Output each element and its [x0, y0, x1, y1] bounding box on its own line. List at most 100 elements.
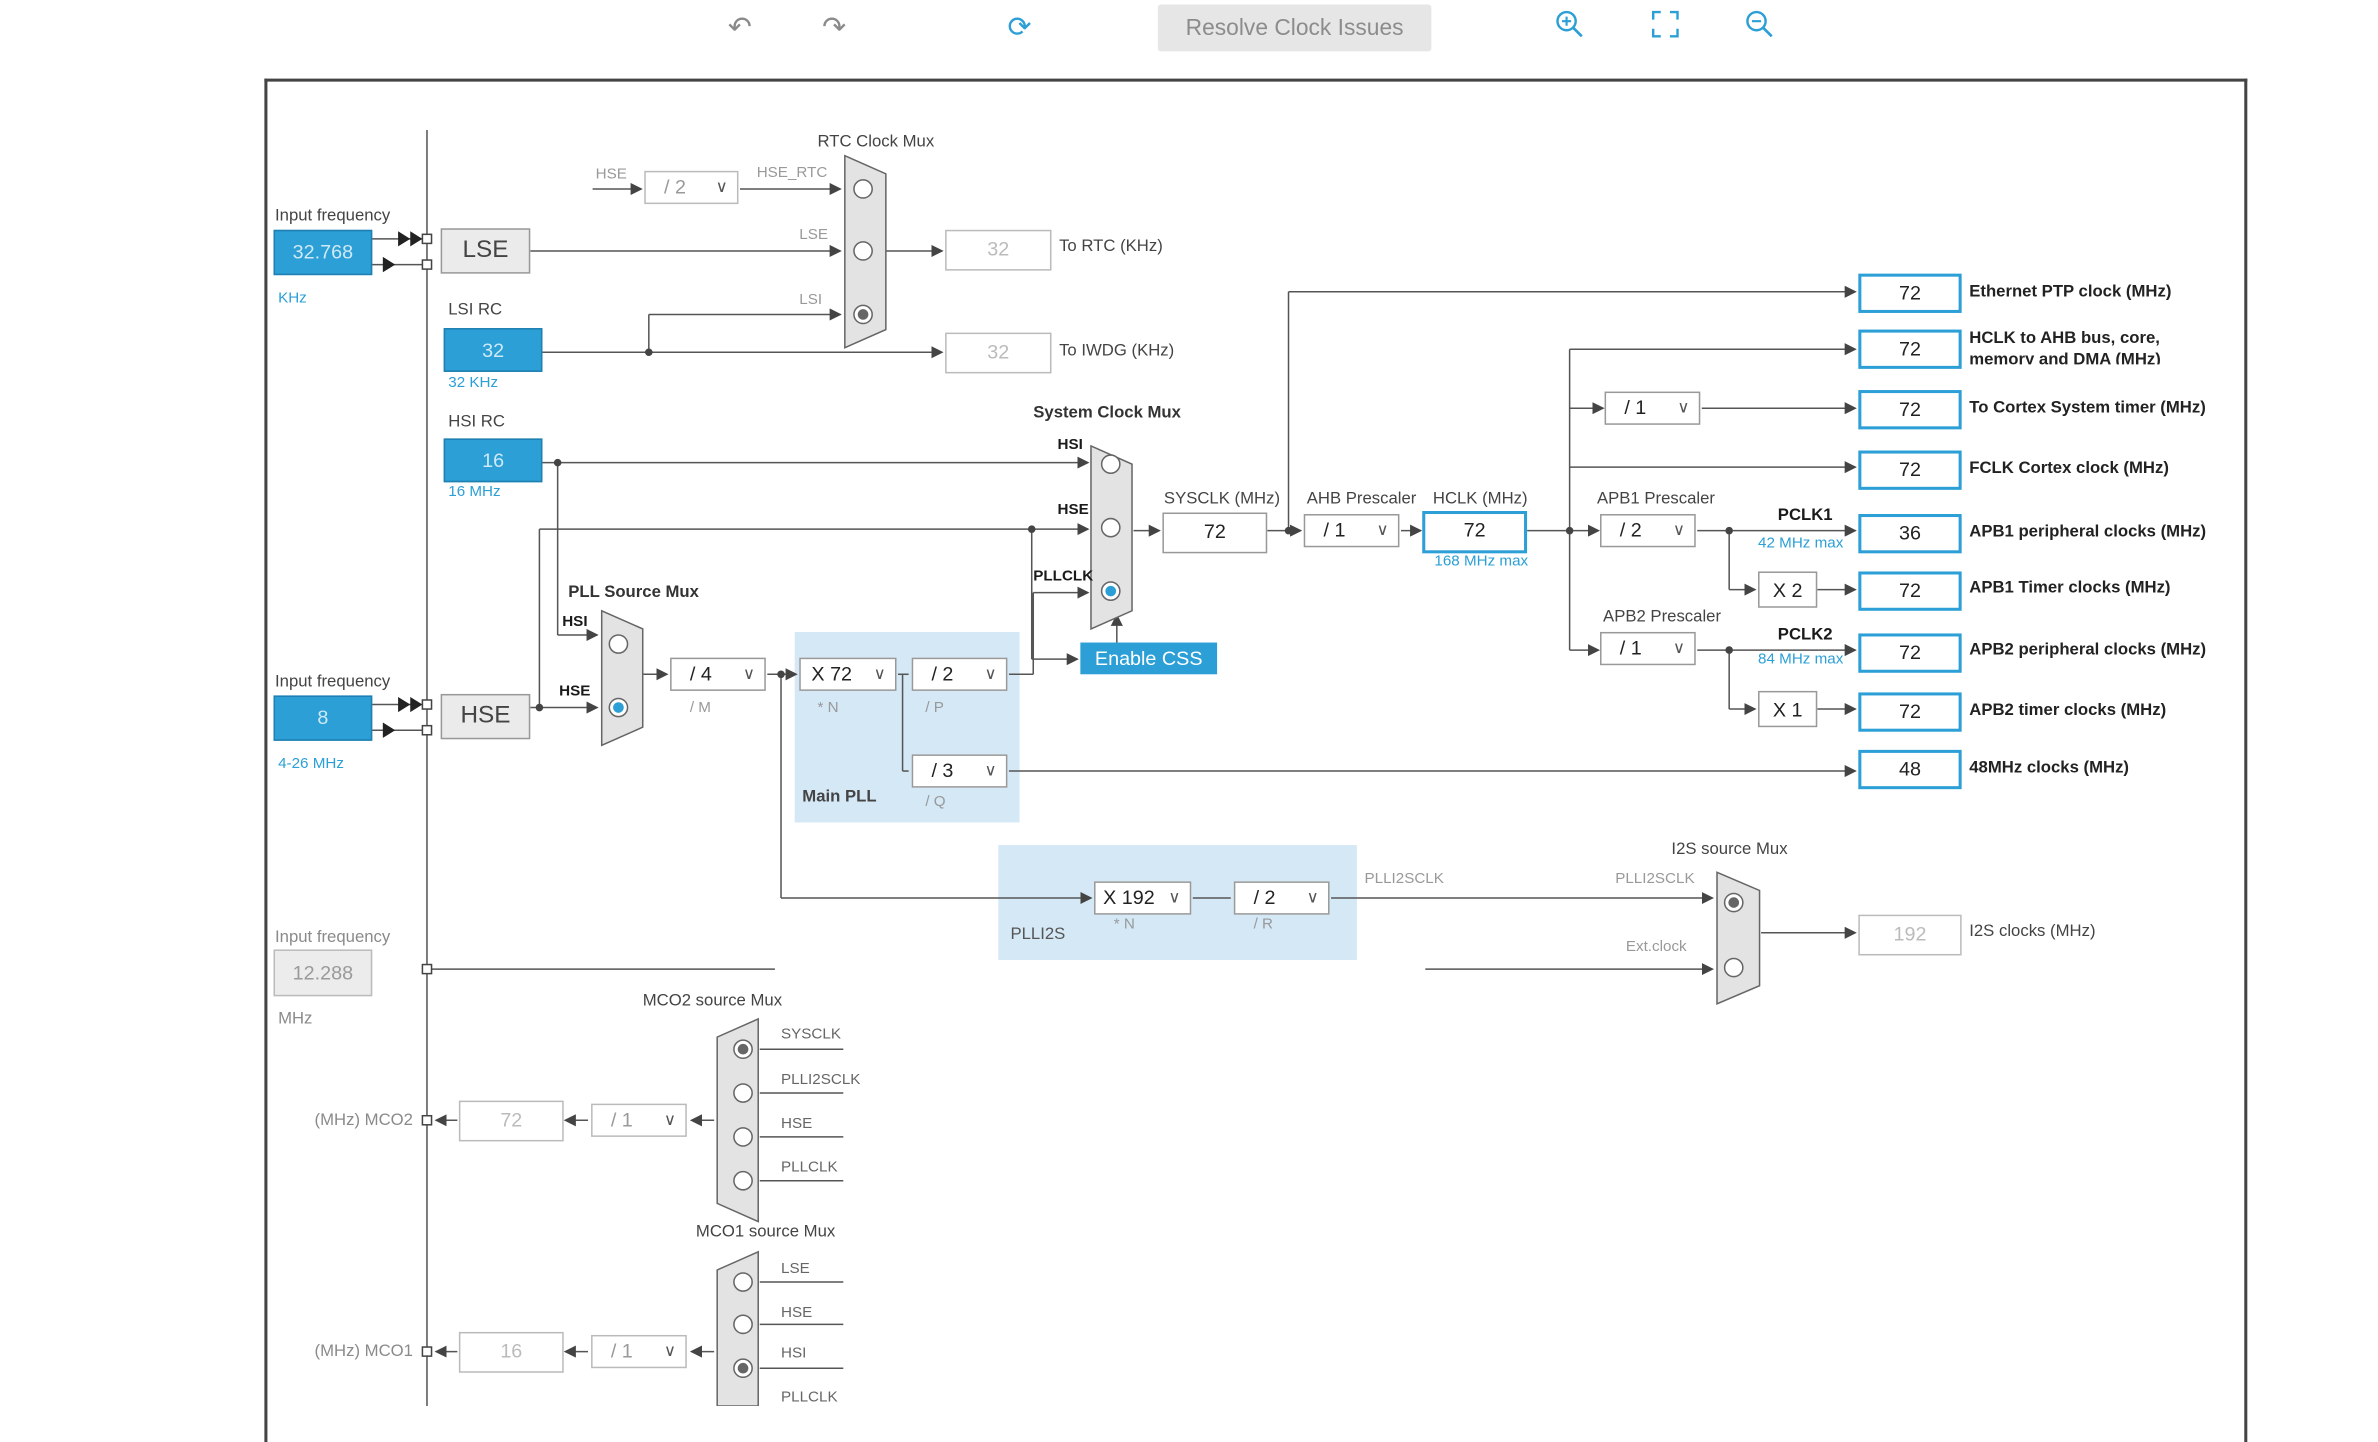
apb1-timer-box[interactable]: 72 [1858, 571, 1962, 611]
apb2-prescaler-label: APB2 Prescaler [1603, 607, 1722, 626]
cortex-timer-divider-select[interactable]: / 1∨ [1604, 391, 1701, 425]
sysmux-hsi-label: HSI [1057, 436, 1083, 454]
mco1-opt-hse: HSE [781, 1304, 813, 1322]
mco2-opt-hse: HSE [781, 1115, 813, 1133]
apb2-prescaler-select[interactable]: / 1∨ [1600, 631, 1696, 666]
hse-rtc-label: HSE_RTC [756, 164, 828, 182]
hclk-ahb-label: HCLK to AHB bus, core, memory and DMA (M… [1969, 329, 2161, 365]
zoom-out-icon[interactable] [1740, 9, 1780, 48]
lse-input-label: Input frequency [275, 207, 391, 226]
pll-p-label: / P [925, 699, 944, 717]
plli2s-r-label: / R [1253, 916, 1273, 933]
i2s-ext-clock-label: Ext.clock [1625, 938, 1687, 956]
pllmux-hsi-label: HSI [562, 613, 588, 631]
mco2-opt-pllclk: PLLCLK [781, 1159, 838, 1177]
pll-n-label: * N [817, 699, 839, 717]
rtc-hse-divider-select[interactable]: / 2∨ [644, 170, 739, 205]
hsi-rc-label: HSI RC [448, 412, 505, 431]
plli2s-title: PLLI2S [1010, 925, 1066, 944]
plli2s-n-label: * N [1113, 916, 1135, 933]
hse-range: 4-26 MHz [278, 755, 344, 773]
hclk-ahb-box[interactable]: 72 [1858, 329, 1962, 369]
iwdg-output-label: To IWDG (KHz) [1059, 341, 1175, 360]
pll-n-select[interactable]: X 72∨ [799, 657, 897, 691]
pll-q-select[interactable]: / 3∨ [911, 754, 1008, 788]
hsi-note: 16 MHz [448, 483, 501, 501]
mco2-label: (MHz) MCO2 [314, 1111, 413, 1130]
enable-css-button[interactable]: Enable CSS [1080, 642, 1218, 675]
mco1-opt-hsi: HSI [781, 1345, 807, 1363]
redo-icon[interactable]: ↷ [822, 12, 847, 44]
plli2s-n-select[interactable]: X 192∨ [1094, 881, 1192, 915]
ethernet-ptp-clock-box[interactable]: 72 [1858, 273, 1962, 313]
cortex-system-timer-box[interactable]: 72 [1858, 390, 1962, 430]
mco2-opt-plli2sclk: PLLI2SCLK [781, 1071, 861, 1089]
ext-frequency-input[interactable]: 12.288 [273, 949, 373, 997]
hclk-label: HCLK (MHz) [1432, 489, 1528, 508]
system-clock-mux-title: System Clock Mux [1033, 403, 1181, 422]
mco2-mux-shape [716, 1017, 759, 1223]
mco1-opt-lse: LSE [781, 1260, 810, 1278]
mco1-output-box: 16 [458, 1331, 564, 1373]
mco1-mux-title: MCO1 source Mux [695, 1223, 836, 1242]
resolve-clock-issues-button[interactable]: Resolve Clock Issues [1157, 4, 1432, 52]
pll-m-select[interactable]: / 4∨ [670, 657, 766, 691]
apb1-prescaler-select[interactable]: / 2∨ [1600, 514, 1696, 548]
rtc-output-label: To RTC (KHz) [1059, 237, 1163, 256]
cortex-system-timer-label: To Cortex System timer (MHz) [1969, 399, 2206, 418]
ethernet-ptp-clock-label: Ethernet PTP clock (MHz) [1969, 282, 2172, 301]
apb2-timer-box[interactable]: 72 [1858, 692, 1962, 732]
pclk1-max-note: 42 MHz max [1758, 535, 1844, 552]
mco1-divider-select[interactable]: / 1∨ [591, 1334, 687, 1369]
ext-input-label: Input frequency [275, 928, 391, 947]
apb1-timer-label: APB1 Timer clocks (MHz) [1969, 579, 2171, 598]
lse-frequency-input[interactable]: 32.768 [273, 229, 373, 276]
rtc-hse-label: HSE [595, 166, 627, 183]
fclk-cortex-box[interactable]: 72 [1858, 450, 1962, 490]
apb2-timer-multiplier: X 1 [1758, 690, 1818, 728]
mco2-opt-sysclk: SYSCLK [781, 1026, 841, 1044]
apb1-prescaler-label: APB1 Prescaler [1596, 489, 1715, 508]
apb1-timer-multiplier: X 2 [1758, 571, 1818, 608]
apb1-peripheral-box[interactable]: 36 [1858, 514, 1962, 554]
refresh-icon[interactable]: ⟳ [1007, 12, 1032, 44]
hse-input-label: Input frequency [275, 672, 391, 691]
ahb-prescaler-select[interactable]: / 1∨ [1303, 514, 1400, 548]
pllmux-hse-label: HSE [559, 683, 591, 700]
pclk2-label: PCLK2 [1777, 625, 1833, 645]
i2s-clocks-box: 192 [1858, 914, 1962, 956]
clock-48mhz-box[interactable]: 48 [1858, 749, 1962, 790]
pll-source-mux-title: PLL Source Mux [568, 583, 699, 602]
lse-unit: KHz [278, 290, 307, 307]
ext-unit: MHz [278, 1009, 313, 1029]
mco1-opt-pllclk: PLLCLK [781, 1389, 838, 1407]
mco2-output-box: 72 [458, 1100, 564, 1142]
pll-p-select[interactable]: / 2∨ [911, 657, 1008, 691]
plli2s-r-select[interactable]: / 2∨ [1233, 881, 1330, 915]
i2s-mux-shape [1716, 871, 1761, 1006]
ahb-prescaler-label: AHB Prescaler [1306, 489, 1417, 508]
pll-q-label: / Q [925, 793, 946, 811]
lsi-note: 32 KHz [448, 374, 499, 392]
apb2-peripheral-box[interactable]: 72 [1858, 633, 1962, 673]
sysclk-value-box: 72 [1162, 512, 1268, 554]
pclk2-max-note: 84 MHz max [1758, 651, 1844, 669]
rtc-lsi-label: LSI [799, 291, 823, 309]
zoom-in-icon[interactable] [1550, 9, 1590, 48]
hse-source-box: HSE [440, 693, 531, 740]
fit-screen-icon[interactable] [1646, 9, 1686, 48]
rtc-mux-title: RTC Clock Mux [817, 133, 935, 152]
hse-frequency-input[interactable]: 8 [273, 695, 373, 741]
lsi-rc-label: LSI RC [448, 300, 503, 319]
hclk-input[interactable]: 72 [1422, 510, 1528, 554]
sysmux-pllclk-label: PLLCLK [1033, 568, 1094, 586]
plli2sclk-label: PLLI2SCLK [1364, 870, 1444, 888]
undo-icon[interactable]: ↶ [727, 12, 753, 44]
i2s-mux-title: I2S source Mux [1671, 840, 1788, 859]
mco2-divider-select[interactable]: / 1∨ [591, 1103, 687, 1137]
fclk-cortex-label: FCLK Cortex clock (MHz) [1969, 459, 2169, 478]
apb2-timer-label: APB2 timer clocks (MHz) [1969, 701, 2167, 720]
mco2-mux-title: MCO2 source Mux [642, 991, 783, 1010]
i2s-clocks-label: I2S clocks (MHz) [1969, 922, 2096, 941]
i2s-plli2sclk-label: PLLI2SCLK [1615, 870, 1695, 888]
